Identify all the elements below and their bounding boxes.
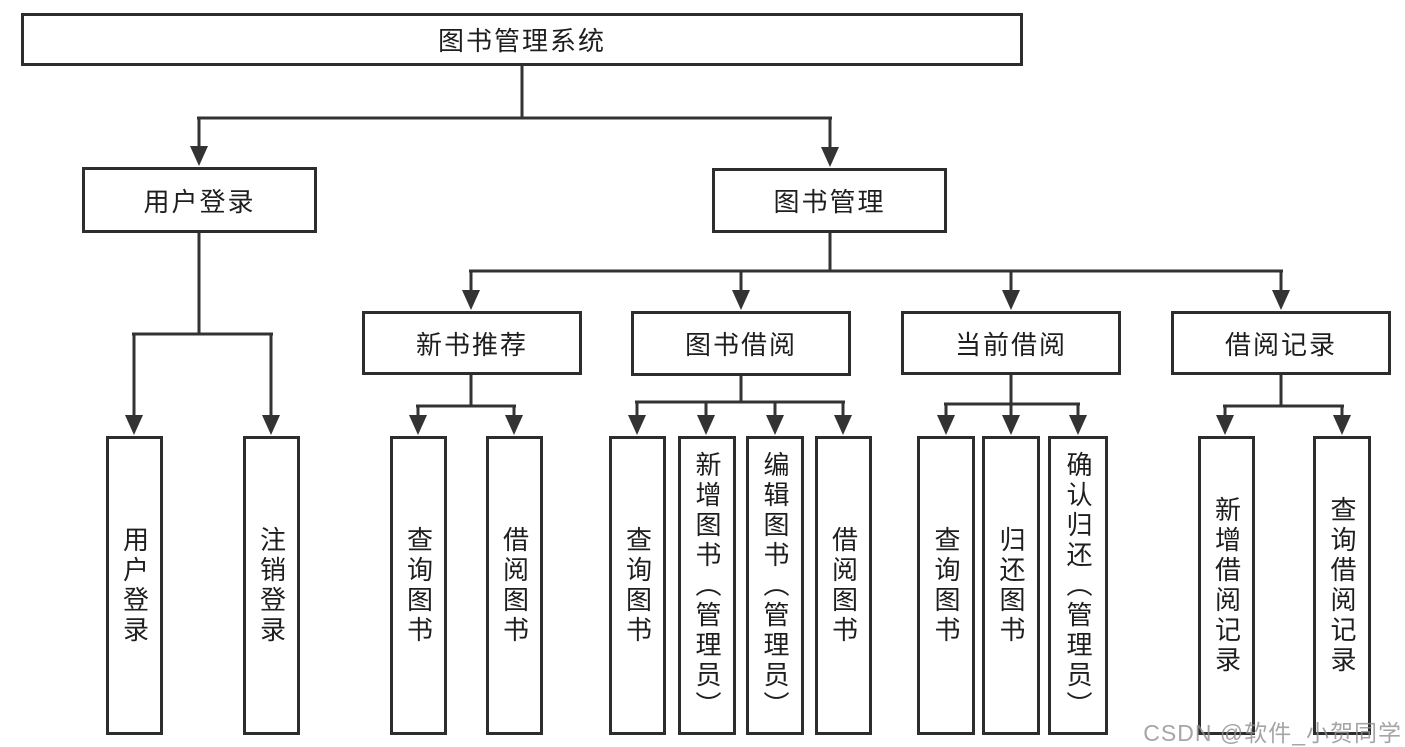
node-book-borrowing: 图书借阅 xyxy=(631,311,851,376)
csdn-watermark: CSDN @软件_小贺同学 xyxy=(1143,720,1402,746)
node-current-borrowing: 当前借阅 xyxy=(901,311,1121,375)
leaf-add-books-admin: 新增图书（管理员） xyxy=(678,436,736,735)
arrowheads xyxy=(125,118,1351,435)
leaf-add-borrow-record: 新增借阅记录 xyxy=(1198,436,1255,735)
node-borrowing-records: 借阅记录 xyxy=(1171,311,1391,375)
trunk-connectors xyxy=(132,66,1344,408)
leaf-borrow-books: 借阅图书 xyxy=(815,436,872,735)
node-user-login: 用户登录 xyxy=(82,167,317,233)
leaf-logout: 注销登录 xyxy=(243,436,300,735)
leaf-return-books: 归还图书 xyxy=(982,436,1040,735)
leaf-borrow-books-recommend: 借阅图书 xyxy=(486,436,543,735)
leaf-confirm-return-admin: 确认归还（管理员） xyxy=(1048,436,1108,735)
leaf-query-books-recommend: 查询图书 xyxy=(390,436,447,735)
node-new-book-recommendation: 新书推荐 xyxy=(362,311,582,375)
leaf-query-books-current: 查询图书 xyxy=(917,436,975,735)
node-library-management-system: 图书管理系统 xyxy=(21,13,1023,66)
node-book-management: 图书管理 xyxy=(712,168,947,233)
leaf-user-login: 用户登录 xyxy=(106,436,163,735)
leaf-query-borrow-record: 查询借阅记录 xyxy=(1313,436,1371,735)
leaf-query-books-borrowing: 查询图书 xyxy=(609,436,666,735)
leaf-edit-books-admin: 编辑图书（管理员） xyxy=(746,436,804,735)
